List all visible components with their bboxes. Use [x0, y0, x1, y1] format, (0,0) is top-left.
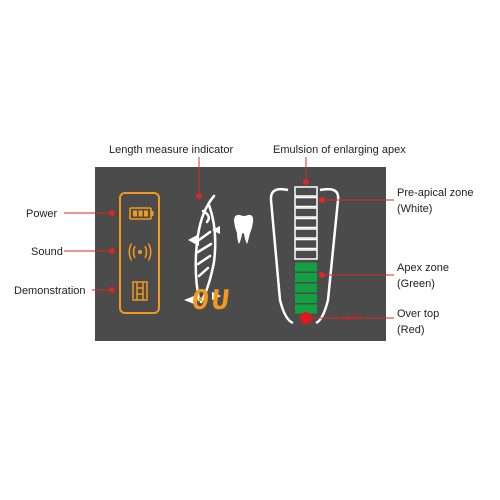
- pre-apical-segment: [294, 196, 318, 208]
- arrow-left-icon: [188, 234, 199, 246]
- over-top-title: Over top: [397, 308, 440, 320]
- pre-apical-segment: [294, 249, 318, 260]
- icon-frame: [119, 192, 160, 314]
- pre-apical-segment: [294, 217, 318, 229]
- battery-icon: [129, 207, 154, 220]
- pre-apical-segment: [294, 238, 318, 250]
- over-top-label: Over top (Red): [397, 307, 439, 339]
- pointer-lines: [64, 157, 394, 319]
- pre-apical-segment: [294, 228, 318, 239]
- over-top-sub: (Red): [397, 323, 425, 336]
- pre-apical-segment: [294, 207, 318, 218]
- tooth-outline-right: [315, 187, 340, 325]
- demonstration-label: Demonstration: [14, 285, 86, 297]
- power-label: Power: [26, 208, 58, 220]
- pre-apical-segment: [294, 186, 318, 197]
- apex-zone-title: Apex zone: [397, 262, 449, 274]
- apex-segment: [295, 283, 317, 293]
- apex-segment: [295, 294, 317, 303]
- pre-apical-zone-title: Pre-apical zone: [397, 187, 474, 199]
- film-icon: [132, 281, 148, 301]
- length-measure-label: Length measure indicator: [109, 144, 234, 156]
- arrow-right-lower-icon: [212, 226, 220, 234]
- tooth-icon: [234, 214, 254, 244]
- over-top-indicator: [300, 312, 312, 324]
- apex-zone-label: Apex zone (Green): [397, 261, 449, 293]
- zone-segments: [294, 186, 318, 314]
- pre-apical-zone-label: Pre-apical zone (White): [397, 186, 473, 218]
- over-text: ◄OVER: [339, 316, 363, 322]
- sound-label: Sound: [31, 246, 63, 258]
- emulsion-label: Emulsion of enlarging apex: [273, 144, 406, 156]
- tooth-outline-left: [269, 187, 294, 325]
- apex-segment: [295, 273, 317, 282]
- pre-apical-zone-sub: (White): [397, 202, 433, 215]
- arrow-right-icon: [212, 292, 221, 300]
- apex-segment: [295, 304, 317, 314]
- arrow-up-icon: [184, 296, 194, 304]
- sound-wave-icon: [128, 243, 152, 261]
- apex-zone-sub: (Green): [397, 277, 435, 290]
- length-digits: 0U: [189, 285, 233, 319]
- apex-segment: [295, 262, 317, 272]
